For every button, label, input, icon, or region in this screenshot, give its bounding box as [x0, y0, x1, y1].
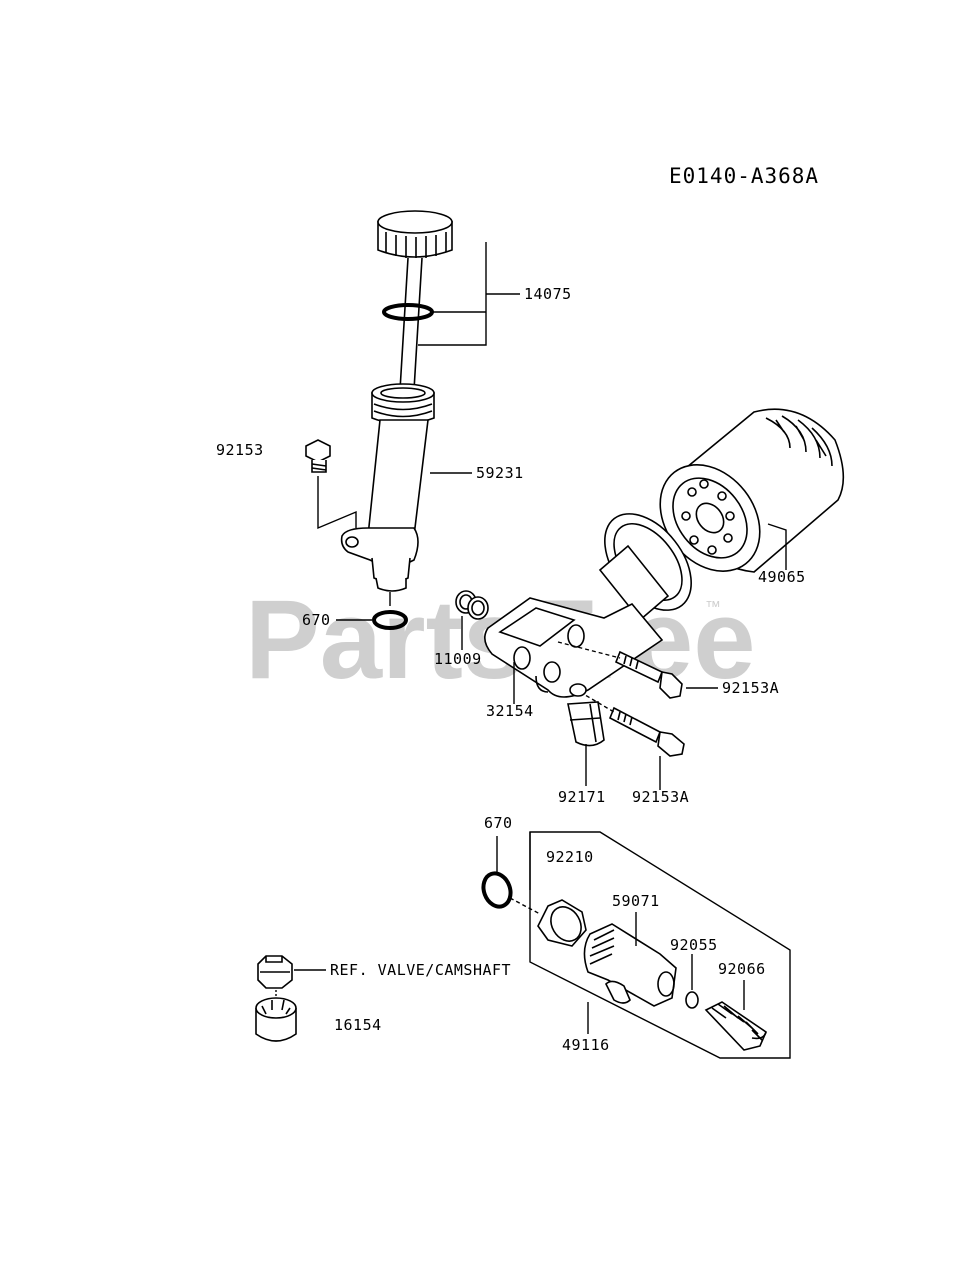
- leader-14075: [418, 242, 520, 346]
- nut-92210[interactable]: [537, 899, 587, 947]
- gear-16154[interactable]: [255, 955, 297, 1042]
- label-670-top: 670: [302, 611, 331, 629]
- oil-filter[interactable]: [640, 408, 845, 591]
- dipstick-cap[interactable]: [377, 210, 453, 258]
- valve-body-59071[interactable]: [583, 923, 677, 1007]
- label-14075: 14075: [524, 285, 572, 303]
- o-ring-670-top[interactable]: [372, 610, 408, 630]
- label-92210: 92210: [546, 848, 594, 866]
- label-ref-valve-camshaft: REF. VALVE/CAMSHAFT: [330, 961, 511, 979]
- label-32154: 32154: [486, 702, 534, 720]
- bolt-92153a-lower[interactable]: [608, 706, 685, 757]
- label-11009: 11009: [434, 650, 482, 668]
- o-ring-670-bottom[interactable]: [479, 870, 515, 911]
- label-49065: 49065: [758, 568, 806, 586]
- label-670-bottom: 670: [484, 814, 513, 832]
- label-49116: 49116: [562, 1036, 610, 1054]
- washer-92055[interactable]: [685, 991, 699, 1009]
- label-92153: 92153: [216, 441, 264, 459]
- label-92153a-lower: 92153A: [632, 788, 689, 806]
- dipstick-o-ring: [382, 303, 434, 321]
- label-92171: 92171: [558, 788, 606, 806]
- label-59071: 59071: [612, 892, 660, 910]
- leader-49065: [767, 523, 787, 570]
- trademark-symbol: ™: [705, 599, 721, 616]
- o-ring-dash: [509, 897, 541, 915]
- assembly-bracket-49116: [529, 831, 791, 1059]
- label-92066: 92066: [718, 960, 766, 978]
- dowel-pins-11009[interactable]: [455, 590, 489, 620]
- bolt-92153[interactable]: [305, 439, 331, 473]
- bolt-upper-dash: [557, 641, 621, 659]
- diagram-code: E0140-A368A: [669, 164, 819, 188]
- clamp-92171[interactable]: [567, 683, 605, 747]
- label-16154: 16154: [334, 1016, 382, 1034]
- spring-92066[interactable]: [704, 1001, 767, 1051]
- label-92153a-upper: 92153A: [722, 679, 779, 697]
- oil-filter-adapter[interactable]: [484, 498, 709, 698]
- oil-filler-pipe[interactable]: [340, 383, 435, 592]
- label-59231: 59231: [476, 464, 524, 482]
- label-92055: 92055: [670, 936, 718, 954]
- dipstick-rod: [399, 257, 423, 391]
- leader-92153: [317, 476, 357, 530]
- bolt-92153a-upper[interactable]: [614, 650, 683, 699]
